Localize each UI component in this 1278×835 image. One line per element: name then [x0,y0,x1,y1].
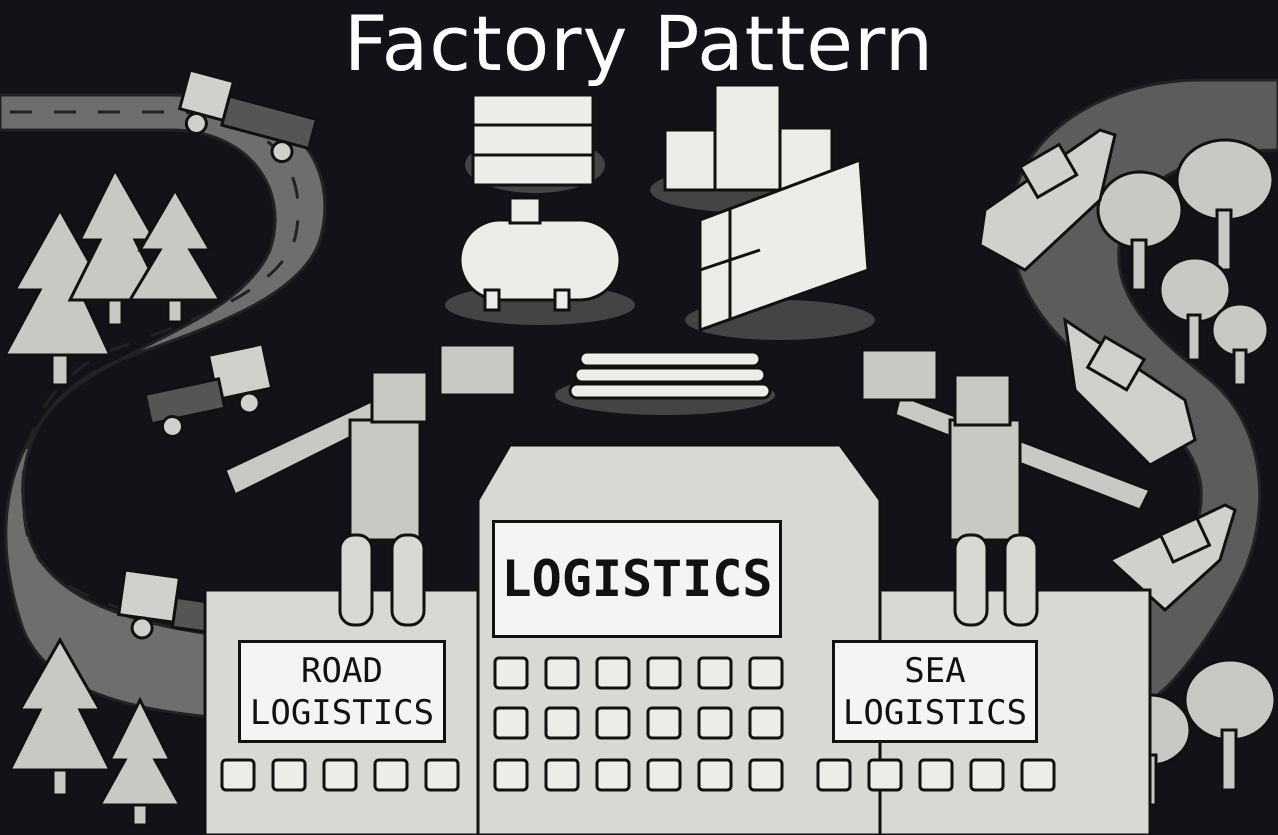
crane-icon [223,343,1153,542]
deciduous-tree-icon [1096,138,1277,807]
sign-sea-line-1: SEA [904,650,966,691]
sign-road-line-2: LOGISTICS [249,692,435,733]
truck-icon [117,68,319,657]
sign-logistics: LOGISTICS [492,520,782,638]
sign-logistics-label: LOGISTICS [501,550,773,608]
sign-sea-line-2: LOGISTICS [842,692,1028,733]
cargo-items [445,83,875,415]
sign-road-logistics: ROAD LOGISTICS [238,640,446,743]
sign-sea-logistics: SEA LOGISTICS [832,640,1038,743]
factory-windows [220,656,1056,792]
page-title: Factory Pattern [343,0,935,88]
pine-tree-icon [2,166,223,827]
sign-road-line-1: ROAD [301,650,383,691]
ship-icon [978,128,1237,613]
